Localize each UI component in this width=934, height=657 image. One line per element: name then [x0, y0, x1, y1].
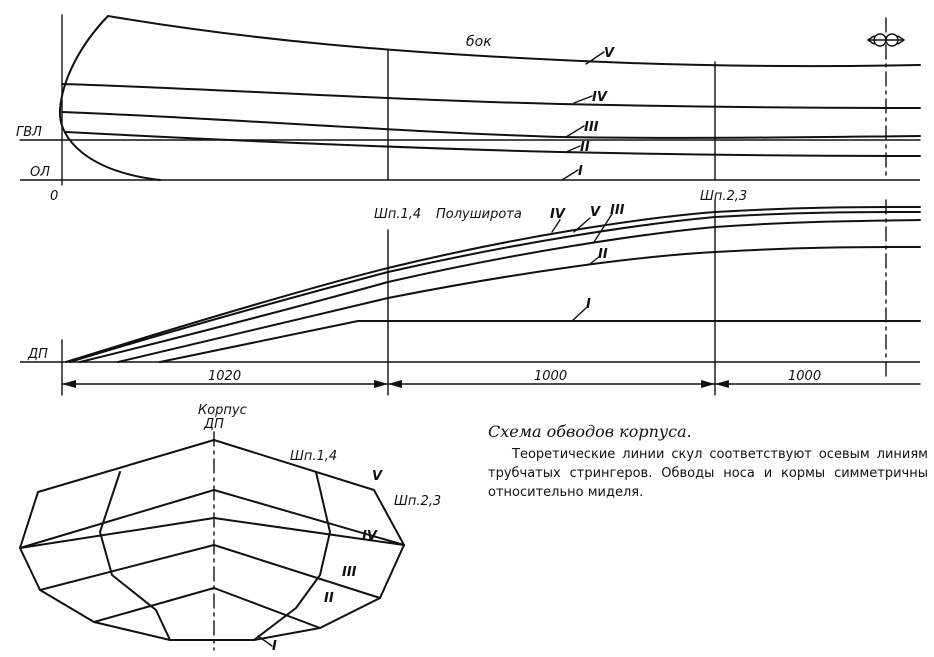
leader-plan-II [589, 255, 601, 265]
leader-side-I [561, 169, 579, 181]
plan-label-shp23: Шп.2,3 [700, 189, 747, 204]
plan-line-I [159, 320, 921, 363]
side-label-III: III [584, 120, 599, 135]
side-label-V: V [604, 46, 615, 61]
section-inner-frame-left [99, 471, 171, 641]
dimension-1000-a: 1000 [534, 369, 567, 384]
dimension-1020: 1020 [208, 369, 241, 384]
plan-label-halfbreadth: Полуширота [436, 207, 522, 222]
side-label-II: II [580, 140, 590, 155]
leader-side-V [585, 51, 605, 65]
side-line-II [65, 131, 921, 157]
side-label-I: I [578, 164, 583, 179]
side-label-IV: IV [592, 90, 608, 105]
section-line-II [93, 587, 321, 629]
plan-label-shp14: Шп.1,4 [374, 207, 421, 222]
plan-label-II: II [598, 247, 608, 262]
dimension-1000-b: 1000 [788, 369, 821, 384]
label-ol: ОЛ [30, 165, 50, 180]
section-line-III [39, 544, 381, 599]
plan-label-III: III [610, 203, 625, 218]
leader-side-III [565, 125, 585, 138]
plan-line-III [79, 219, 921, 363]
section-label-II: II [324, 591, 334, 606]
section-inner-frame-right [253, 471, 331, 641]
leader-plan-IV [551, 219, 561, 233]
midship-symbol-icon [867, 33, 905, 47]
leader-side-IV [573, 95, 593, 104]
section-label-IV: IV [362, 529, 378, 544]
dimension-line [61, 380, 921, 388]
section-line-IV-b [19, 517, 405, 549]
label-gvl: ГВЛ [16, 125, 42, 140]
plan-label-V: V [590, 205, 601, 220]
side-view: V IV III II I бок ГВЛ ОЛ 0 [16, 14, 921, 204]
plan-line-V [69, 211, 921, 363]
section-line-IV [19, 489, 405, 549]
leader-plan-III [593, 213, 613, 243]
side-line-V [107, 15, 921, 68]
bow-stem-profile [58, 15, 161, 181]
section-label-III: III [342, 565, 357, 580]
side-line-IV [61, 83, 921, 109]
caption: Схема обводов корпуса. Теоретические лин… [488, 422, 928, 502]
section-label-I: I [272, 639, 277, 654]
section-label-dp: ДП [203, 417, 224, 432]
side-line-III [61, 111, 921, 139]
plan-label-I: I [586, 297, 591, 312]
section-view: Корпус ДП Шп.1,4 Шп.2,3 V IV III II I [19, 403, 441, 654]
section-label-hull: Корпус [198, 403, 247, 418]
side-label-bok: бок [466, 34, 492, 50]
leader-plan-V [573, 217, 591, 233]
caption-title: Схема обводов корпуса. [488, 422, 692, 441]
label-zero: 0 [50, 189, 58, 204]
leader-section-I [257, 635, 273, 647]
plan-line-IV [65, 206, 921, 363]
caption-body: Теоретические линии скул соответствуют о… [488, 447, 928, 500]
plan-view: IV V III II I Шп.1,4 Полуширота Шп.2,3 Д… [20, 189, 921, 396]
section-outline [19, 439, 405, 641]
leader-plan-I [571, 307, 587, 322]
section-label-V: V [372, 469, 383, 484]
plan-label-IV: IV [550, 207, 566, 222]
section-label-shp23: Шп.2,3 [394, 494, 441, 509]
leader-side-II [565, 145, 581, 153]
plan-label-dp: ДП [27, 347, 48, 362]
section-label-shp14: Шп.1,4 [290, 449, 337, 464]
plan-line-II [117, 246, 921, 363]
